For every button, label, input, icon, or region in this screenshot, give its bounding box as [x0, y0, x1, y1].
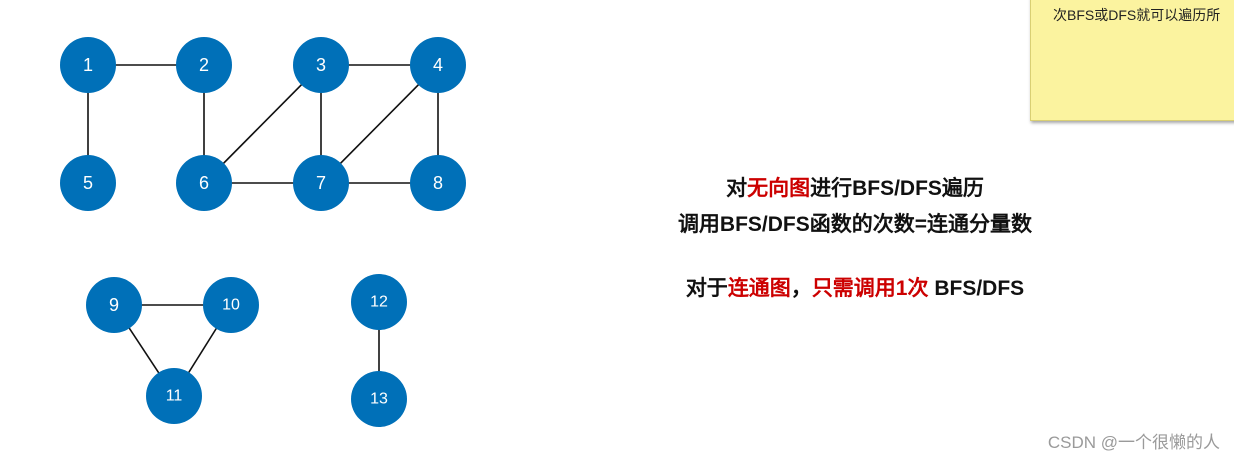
node-circle-12: [351, 274, 407, 330]
node-label-11: 11: [166, 388, 183, 405]
node-4: 4: [410, 37, 466, 93]
node-label-2: 2: [199, 55, 209, 75]
explanation-line-3: 对于连通图，只需调用1次 BFS/DFS: [600, 272, 1110, 302]
graph-edges: [87, 64, 439, 399]
node-label-13: 13: [370, 391, 388, 408]
node-8: 8: [410, 155, 466, 211]
node-circle-3: [293, 37, 349, 93]
line3-highlight-once: 只需调用1次: [811, 277, 929, 300]
node-label-9: 9: [109, 295, 119, 315]
node-label-6: 6: [199, 173, 209, 193]
node-circle-1: [60, 37, 116, 93]
watermark: CSDN @一个很懒的人: [1047, 433, 1220, 452]
sticky-note-text: 次BFS或DFS就可以遍历所: [1053, 7, 1221, 23]
node-label-7: 7: [316, 173, 326, 193]
node-circle-2: [176, 37, 232, 93]
node-circle-8: [410, 155, 466, 211]
node-circle-10: [203, 277, 259, 333]
node-label-10: 10: [222, 297, 240, 314]
node-circle-4: [410, 37, 466, 93]
node-label-4: 4: [433, 55, 443, 75]
line1-prefix: 对: [726, 177, 748, 200]
node-7: 7: [293, 155, 349, 211]
node-label-8: 8: [433, 173, 443, 193]
node-2: 2: [176, 37, 232, 93]
node-circle-5: [60, 155, 116, 211]
node-9: 9: [86, 277, 142, 333]
node-5: 5: [60, 155, 116, 211]
explanation-line-1: 对无向图进行BFS/DFS遍历: [600, 172, 1110, 202]
line1-suffix: 进行BFS/DFS遍历: [810, 177, 984, 200]
node-circle-6: [176, 155, 232, 211]
line1-highlight: 无向图: [747, 177, 811, 200]
node-circle-11: [146, 368, 202, 424]
node-circle-7: [293, 155, 349, 211]
explanation-line-2: 调用BFS/DFS函数的次数=连通分量数: [677, 213, 1033, 236]
node-6: 6: [176, 155, 232, 211]
node-10: 10: [203, 277, 259, 333]
node-label-5: 5: [83, 173, 93, 193]
node-11: 11: [146, 368, 202, 424]
node-3: 3: [293, 37, 349, 93]
line3-prefix: 对于: [685, 277, 728, 300]
sticky-note[interactable]: 次BFS或DFS就可以遍历所: [1030, 0, 1234, 121]
node-label-3: 3: [316, 55, 326, 75]
node-label-12: 12: [370, 294, 388, 311]
node-12: 12: [351, 274, 407, 330]
line3-highlight-connected-graph: 连通图: [727, 277, 791, 300]
node-circle-13: [351, 371, 407, 427]
node-1: 1: [60, 37, 116, 93]
node-13: 13: [351, 371, 407, 427]
node-circle-9: [86, 277, 142, 333]
line3-comma: ，: [790, 277, 812, 300]
line3-suffix: BFS/DFS: [928, 277, 1025, 300]
node-label-1: 1: [83, 55, 93, 75]
